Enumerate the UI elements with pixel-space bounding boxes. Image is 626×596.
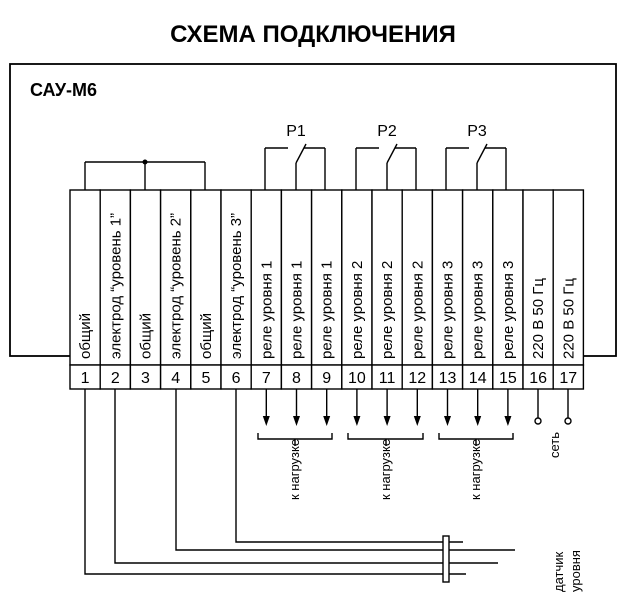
load-label-2: к нагрузке [378,439,393,500]
relay-p1: Р1 [264,123,326,190]
terminal-number: 14 [469,370,487,387]
terminal-number: 5 [201,370,210,387]
network-terminal-dot [534,417,542,425]
terminal-number-cell [129,364,162,390]
terminal-label-cell [552,189,585,366]
terminal-number: 16 [529,370,547,387]
network-label: сеть [547,432,562,458]
diagram-title: СХЕМА ПОДКЛЮЧЕНИЯ [170,21,456,48]
terminal-label-cell [522,189,554,366]
terminal-label-cell [220,189,252,366]
terminal-label: электрод “уровень 1” [107,213,124,359]
terminal-label: общий [77,313,94,359]
relay-p2: Р2 [355,123,417,190]
terminal-label: реле уровня 1 [319,261,336,359]
terminal-number: 4 [171,370,180,387]
relay-p3: Р3 [445,123,507,190]
terminal-label: общий [198,313,215,359]
device-label: САУ-М6 [30,80,97,100]
terminal-label-cell [159,189,192,366]
terminal-label-cell [310,189,343,366]
load-label-3: к нагрузке [468,439,483,500]
terminal-number-cell [461,364,494,390]
terminal-label: 220 В 50 Гц [530,278,547,359]
terminal-label: реле уровня 3 [470,261,487,359]
relay-contacts: Р1 Р2 Р3 [264,123,507,190]
common-bus [84,159,206,190]
terminal-label-cell [250,189,283,366]
load-arrows [262,389,512,426]
terminal-number-cell [431,364,464,390]
sensor-holder [442,535,450,583]
terminal-number: 2 [111,370,120,387]
terminal-label-cell [492,189,524,366]
terminal-label-cell [401,189,434,366]
arrow-down-icon [413,416,421,426]
terminal-number: 1 [81,370,90,387]
bus-junction-dot [142,159,148,165]
arrow-down-icon [504,416,512,426]
terminal-number: 17 [559,370,577,387]
terminal-label: электрод “уровень 2” [168,213,185,359]
relay-label: Р3 [467,123,487,140]
terminal-number: 7 [262,370,271,387]
load-brackets: к нагрузке к нагрузке к нагрузке [257,433,514,500]
arrow-down-icon [353,416,361,426]
sensor-label-line1: датчик [551,551,566,592]
terminal-label: электрод “уровень 3” [228,213,245,359]
terminal-label: реле уровня 2 [379,261,396,359]
terminal-label: реле уровня 3 [440,261,457,359]
network-connection: сеть [534,389,572,458]
load-label-1: к нагрузке [287,439,302,500]
terminal-label: реле уровня 1 [289,261,306,359]
terminal-number: 3 [141,370,150,387]
terminal-number: 8 [292,370,301,387]
network-terminal-dot [564,417,572,425]
arrow-down-icon [474,416,482,426]
terminal-label: 220 В 50 Гц [560,278,577,359]
terminal-label: реле уровня 3 [500,261,517,359]
terminal-label-cell [371,189,403,366]
terminal-number: 12 [408,370,426,387]
terminal-number: 13 [439,370,457,387]
arrow-down-icon [383,416,391,426]
arrow-down-icon [444,416,451,426]
terminal-label-cell [280,189,313,366]
relay-label: Р2 [377,123,397,140]
sensor-label-line2: уровня [568,550,583,592]
terminal-number: 9 [322,370,331,387]
terminal-label: реле уровня 1 [258,261,275,359]
level-sensor: датчик уровня [84,389,583,592]
terminal-number: 15 [499,370,517,387]
terminal-label: реле уровня 2 [349,261,366,359]
arrow-down-icon [293,416,300,426]
terminal-label: реле уровня 2 [409,261,426,359]
terminal-number: 11 [379,370,396,387]
terminal-number-cell [341,364,373,390]
relay-label: Р1 [286,123,306,140]
terminal-number: 10 [348,370,366,387]
terminal-number: 6 [232,370,241,387]
terminal-number-cell [190,364,222,390]
terminal-label-strip: общий электрод “уровень 1” общий электрод “… [69,189,585,366]
arrow-down-icon [323,416,331,426]
arrow-down-icon [262,416,270,426]
terminal-number-cell [310,364,343,390]
terminal-label: общий [138,313,155,359]
